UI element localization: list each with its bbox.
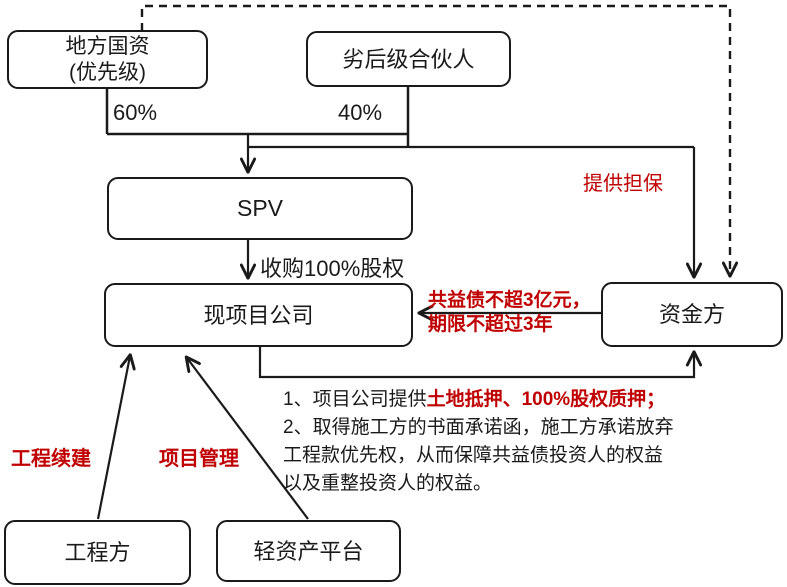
edge-contractor-to-project [96,356,130,520]
node-contractor: 工程方 [4,520,191,585]
node-local-soe-line1: 地方国资 [65,34,150,58]
node-capital-provider-label: 资金方 [658,302,725,327]
node-project-company-label: 现项目公司 [203,302,314,328]
node-spv: SPV [107,177,413,240]
notes-block: 1、项目公司提供土地抵押、100%股权质押； 2、取得施工方的书面承诺函，施工方… [283,386,675,498]
node-local-soe-line2: (优先级) [69,60,146,84]
label-acquire-equity: 收购100%股权 [260,256,405,281]
node-capital-provider: 资金方 [601,282,783,347]
label-senior-share: 60% [113,100,158,125]
notes-item2: 2、取得施工方的书面承诺函，施工方承诺放弃工程款优先权，从而保障共益债投资人的权… [283,417,674,494]
node-light-asset-platform: 轻资产平台 [216,520,401,582]
edge-dashed-soe-to-capital [140,4,730,275]
node-project-company: 现项目公司 [104,283,413,347]
label-debt-limit-line2: 期限不超过3年 [428,314,553,335]
node-contractor-label: 工程方 [64,540,131,565]
node-junior-partner: 劣后级合伙人 [306,31,511,87]
label-debt-limit-line1: 共益债不超3亿元， [428,290,591,311]
edge-platform-to-project [187,358,309,520]
label-debt-limit: 共益债不超3亿元， 期限不超过3年 [428,289,591,337]
notes-item1-prefix: 1、项目公司提供 [283,389,427,410]
notes-item1-red-segment: 土地抵押、100%股权质押； [426,389,666,410]
label-provide-guarantee: 提供担保 [583,173,663,195]
node-spv-label: SPV [236,195,284,221]
edge-project-to-capital [258,347,694,379]
node-light-asset-platform-label: 轻资产平台 [253,538,364,564]
label-construction-continuation: 工程续建 [11,448,91,470]
node-junior-partner-label: 劣后级合伙人 [342,46,475,72]
label-junior-share: 40% [338,100,383,125]
label-project-management: 项目管理 [159,448,239,470]
notes-item1: 1、项目公司提供土地抵押、100%股权质押； [283,386,675,414]
node-local-soe: 地方国资 (优先级) [7,30,208,89]
